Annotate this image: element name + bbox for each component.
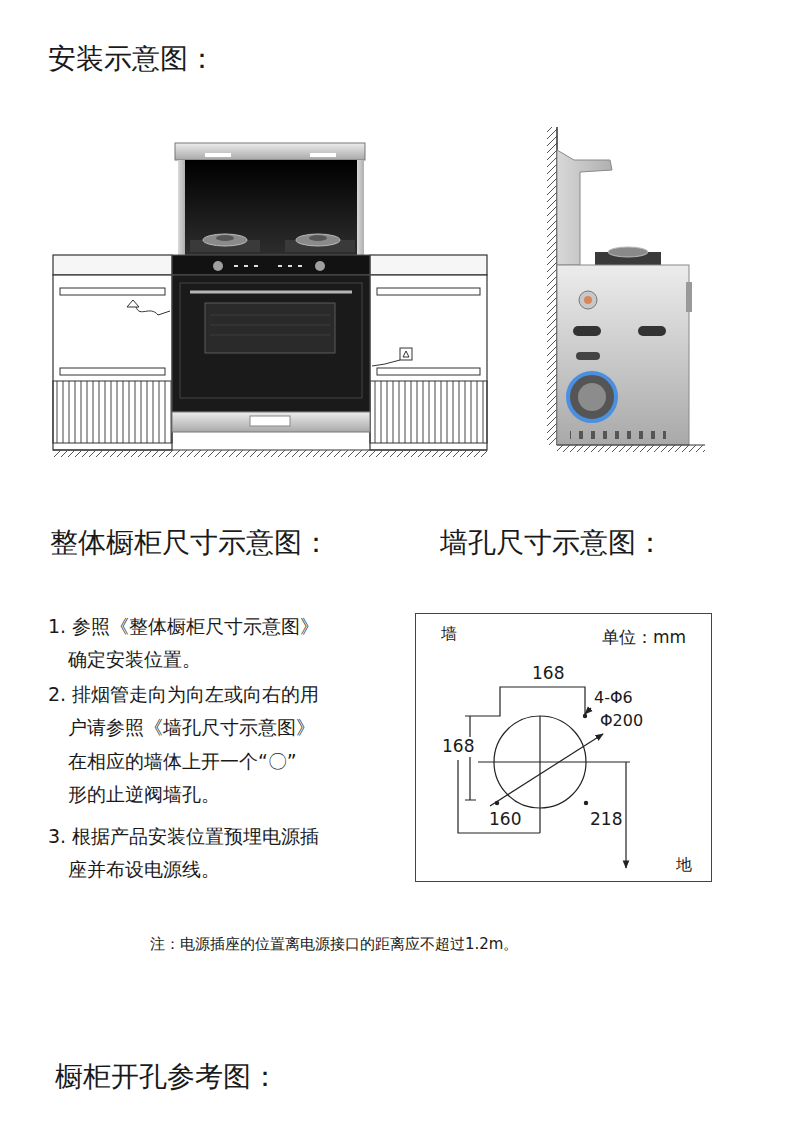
bolt-hole [583,714,586,717]
burner [608,247,648,257]
countertop [370,255,487,275]
hood-top [175,143,365,160]
bolt-hole [584,801,587,804]
dimension-label: 168 [441,737,475,757]
side-knob [579,291,597,309]
page-title: 安装示意图： [48,42,216,76]
dimension-label: 168 [531,664,565,684]
dimension-line [625,762,626,868]
instruction-line: 3. 根据产品安装位置预埋电源插 [48,820,319,853]
knob [315,261,325,271]
section-heading: 橱柜开孔参考图： [55,1060,279,1094]
oven-door [172,275,370,412]
instruction-item: 3. 根据产品安装位置预埋电源插 座并布设电源线。 [48,820,319,887]
nameplate [250,416,290,426]
control-panel [172,255,370,275]
oven-frame [180,283,362,398]
instruction-line: 在相应的墙体上开一个“〇” [48,745,319,778]
socket-symbol [400,348,412,360]
wall-hole-frame: 墙 单位：mm 168 4-Φ6Φ200 168 160 218 地 [415,613,712,882]
side-knob [686,282,692,312]
socket-symbol [403,351,409,357]
hood-light [205,153,231,157]
unit-label: 单位：mm [601,628,687,648]
oven-handle [190,291,352,294]
power-wire [372,360,400,366]
hood-side [178,160,185,255]
hood-light [310,153,336,157]
hole-leader [585,708,591,714]
touch-keys [234,265,302,267]
hood-side [357,160,364,255]
cabinet [370,275,487,450]
stove-body [557,265,689,445]
burner-cap [216,235,234,241]
floor-hatch [53,450,487,457]
exhaust-outlet [578,383,606,411]
side-view [547,127,705,452]
knob [213,261,223,271]
plinth [370,381,487,443]
instruction-line: 座并布设电源线。 [48,853,319,886]
burner [296,234,340,246]
bolt-hole [495,801,498,804]
section-heading: 整体橱柜尺寸示意图： [50,526,330,560]
instruction-item: 2. 排烟管走向为向左或向右的用 户请参照《墙孔尺寸示意图》 在相应的墙体上开一… [48,678,319,811]
wall-hatch [547,127,557,445]
dimension-label: 160 [488,810,522,830]
exhaust-outlet [568,373,616,421]
instruction-line: 户请参照《墙孔尺寸示意图》 [48,711,319,744]
hood-column [557,150,612,265]
front-view [53,143,487,457]
side-knob [584,296,592,304]
bottom-vents [570,430,666,440]
note-text: 注：电源插座的位置离电源接口的距离应不超过1.2m。 [150,935,518,955]
vent-slot [573,326,601,336]
oven-window [205,303,335,353]
instruction-line: 2. 排烟管走向为向左或向右的用 [48,678,319,711]
plinth [53,381,172,443]
burner [203,234,247,246]
dimension-line [487,687,585,716]
floor-label: 地 [675,856,693,874]
dimension-line [458,760,540,833]
dimension-line [465,716,487,800]
diameter-label: Φ200 [599,712,644,730]
instruction-item: 1. 参照《整体橱柜尺寸示意图》 确定安装位置。 [48,610,319,677]
vent-slot [576,352,600,360]
power-wire [136,307,170,315]
diameter-leader [490,734,603,806]
oven-rack [210,315,330,335]
center-line [478,761,630,762]
hole-spec-label: 4-Φ6 [593,689,634,707]
vent-slot [638,326,666,336]
countertop [53,255,172,275]
dimension-label: 218 [589,810,623,830]
wall-label: 墙 [440,625,458,643]
burner-cap [309,235,327,241]
socket-symbol [127,300,139,307]
drawer-handle [60,288,165,295]
drawer-handle [60,368,165,375]
floor-hatch [557,445,705,452]
instruction-line: 形的止逆阀墙孔。 [48,778,319,811]
drawer-handle [377,288,480,295]
section-heading: 墙孔尺寸示意图： [440,526,664,560]
drawer-handle [377,368,480,375]
hood-back-panel [185,160,357,255]
instruction-line: 确定安装位置。 [48,643,319,676]
instruction-line: 1. 参照《整体橱柜尺寸示意图》 [48,610,319,643]
stove-plinth [172,412,370,432]
cabinet [53,275,172,450]
